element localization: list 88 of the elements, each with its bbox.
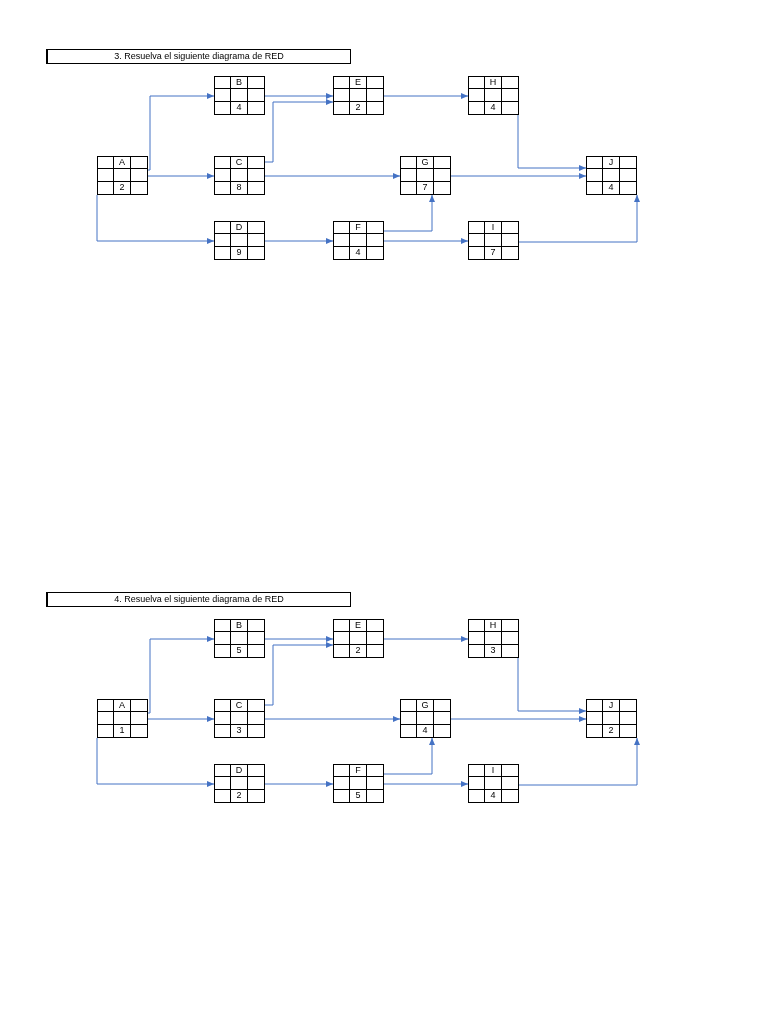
activity-name: D (235, 223, 243, 233)
activity-node (586, 156, 637, 195)
activity-duration: 5 (236, 646, 242, 656)
arrow (264, 238, 334, 244)
activity-node (468, 221, 519, 260)
arrow (518, 737, 640, 786)
activity-node (333, 764, 384, 803)
activity-duration: 2 (236, 791, 242, 801)
activity-name: I (491, 766, 495, 776)
arrow (383, 737, 435, 775)
activity-name: A (119, 158, 125, 168)
activity-name: D (235, 766, 243, 776)
arrow (264, 99, 334, 163)
arrow (383, 93, 469, 99)
activity-node (333, 619, 384, 658)
activity-node (214, 699, 265, 738)
arrow (383, 238, 469, 244)
arrow (450, 173, 587, 179)
activity-name: G (421, 158, 429, 168)
arrow (450, 716, 587, 722)
activity-name: A (119, 701, 125, 711)
activity-duration: 1 (119, 726, 125, 736)
heading-box: 4. Resuelva el siguiente diagrama de RED (46, 592, 351, 607)
activity-name: F (355, 766, 361, 776)
arrow (147, 636, 215, 714)
activity-node (400, 699, 451, 738)
activity-duration: 4 (236, 103, 242, 113)
activity-node (468, 619, 519, 658)
activity-duration: 4 (355, 248, 361, 258)
activity-node (214, 221, 265, 260)
arrow (147, 173, 215, 179)
activity-node (97, 156, 148, 195)
arrow (264, 642, 334, 706)
activity-node (586, 699, 637, 738)
activity-node (333, 221, 384, 260)
activity-node (214, 619, 265, 658)
arrow (264, 716, 401, 722)
arrow (264, 781, 334, 787)
activity-name: H (489, 621, 497, 631)
activity-name: E (355, 621, 361, 631)
activity-name: J (608, 158, 614, 168)
activity-duration: 3 (490, 646, 496, 656)
activity-duration: 4 (490, 791, 496, 801)
arrow (383, 194, 435, 232)
activity-name: C (235, 158, 243, 168)
arrow (96, 194, 215, 244)
activity-duration: 7 (422, 183, 428, 193)
activity-duration: 7 (490, 248, 496, 258)
activity-duration: 2 (355, 646, 361, 656)
arrow (147, 716, 215, 722)
activity-node (97, 699, 148, 738)
activity-node (400, 156, 451, 195)
activity-name: H (489, 78, 497, 88)
activity-duration: 2 (355, 103, 361, 113)
arrow (517, 114, 587, 171)
activity-node (468, 764, 519, 803)
activity-name: I (491, 223, 495, 233)
arrow (518, 194, 640, 243)
arrow (96, 737, 215, 787)
activity-name: B (236, 78, 242, 88)
activity-name: E (355, 78, 361, 88)
arrow (264, 93, 334, 99)
activity-name: J (608, 701, 614, 711)
activity-name: G (421, 701, 429, 711)
activity-duration: 4 (608, 183, 614, 193)
activity-duration: 8 (236, 183, 242, 193)
activity-node (214, 764, 265, 803)
activity-node (468, 76, 519, 115)
heading-box: 3. Resuelva el siguiente diagrama de RED (46, 49, 351, 64)
arrow (264, 173, 401, 179)
activity-node (333, 76, 384, 115)
arrow (517, 657, 587, 714)
activity-name: F (355, 223, 361, 233)
arrow (147, 93, 215, 171)
activity-duration: 2 (608, 726, 614, 736)
activity-name: C (235, 701, 243, 711)
activity-duration: 4 (422, 726, 428, 736)
activity-duration: 2 (119, 183, 125, 193)
activity-node (214, 76, 265, 115)
activity-duration: 4 (490, 103, 496, 113)
arrow (264, 636, 334, 642)
arrow (383, 781, 469, 787)
activity-name: B (236, 621, 242, 631)
activity-duration: 5 (355, 791, 361, 801)
activity-duration: 3 (236, 726, 242, 736)
arrow (383, 636, 469, 642)
activity-node (214, 156, 265, 195)
activity-duration: 9 (236, 248, 242, 258)
